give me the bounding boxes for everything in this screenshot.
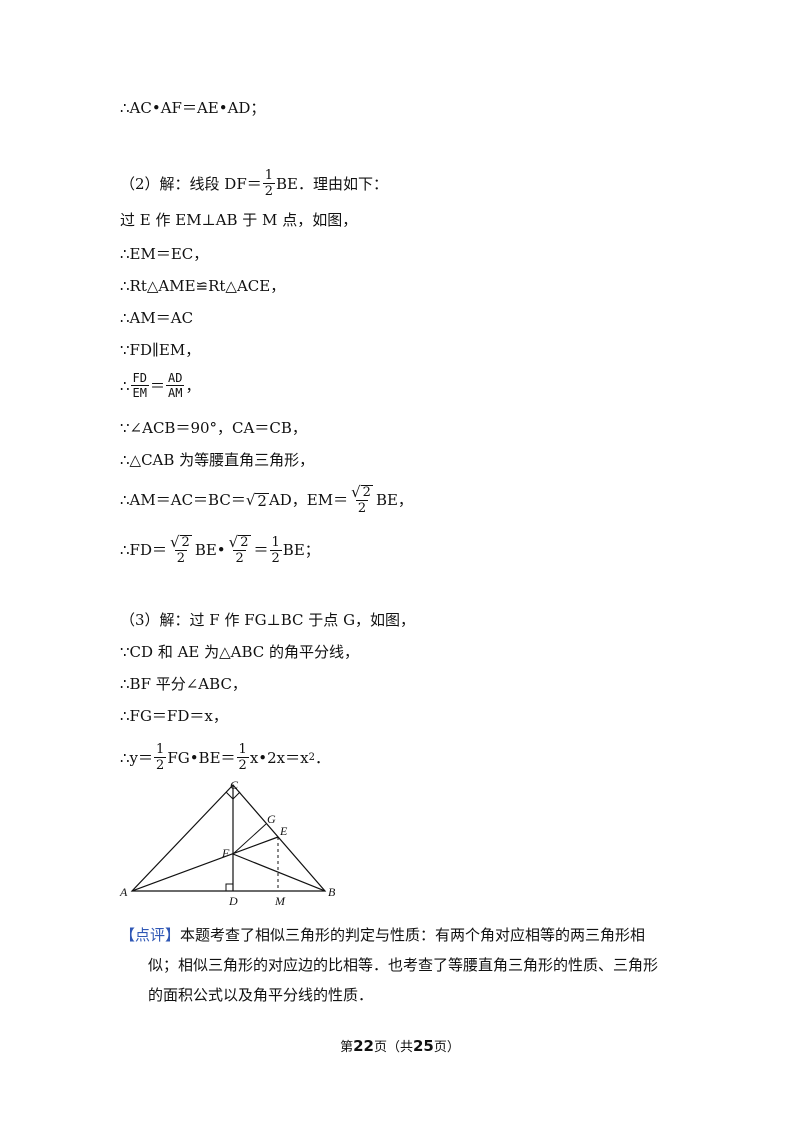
geometry-figure: C G E F A D M B <box>119 778 336 908</box>
line-isosceles: ∴△CAB 为等腰直角三角形， <box>120 451 315 469</box>
segment-fg <box>232 823 267 855</box>
line-am-ac: ∴AM＝AC <box>120 309 194 327</box>
fraction-sqrt2-over-2: √2 2 <box>351 483 373 516</box>
part2-heading: （2）解：线段 DF＝ 1 2 BE．理由如下： <box>120 168 389 199</box>
fraction-half-b: 1 2 <box>269 534 282 566</box>
comment-text-3: 的面积公式以及角平分线的性质． <box>148 986 374 1004</box>
line-ratio: ∴ FD EM ＝ AD AM ， <box>120 371 201 400</box>
line-construct-em: 过 E 作 EM⊥AB 于 M 点，如图， <box>120 211 358 229</box>
label-g: G <box>267 812 276 826</box>
label-e: E <box>279 824 288 838</box>
fraction-half: 1 2 <box>262 168 276 199</box>
commentary: 【点评】本题考查了相似三角形的判定与性质：有两个角对应相等的两三角形相 似；相似… <box>120 920 700 1010</box>
line-bf-bisects: ∴BF 平分∠ABC， <box>120 675 247 693</box>
comment-text-1: 本题考查了相似三角形的判定与性质：有两个角对应相等的两三角形相 <box>180 926 646 944</box>
total-pages: 25 <box>413 1037 434 1055</box>
comment-text-2: 似；相似三角形的对应边的比相等．也考查了等腰直角三角形的性质、三角形 <box>148 956 659 974</box>
line-fd-parallel: ∵FD∥EM， <box>120 341 201 359</box>
label-c: C <box>230 778 239 792</box>
line-am-sqrt: ∴AM＝AC＝BC＝ √2 AD，EM＝ √2 2 BE， <box>120 483 413 516</box>
part3-heading: （3）解：过 F 作 FG⊥BC 于点 G，如图， <box>120 611 416 629</box>
figure-lines <box>130 784 327 892</box>
triangle-abc <box>130 784 327 892</box>
label-m: M <box>274 894 286 908</box>
page-footer: 第22页（共25页） <box>340 1037 460 1055</box>
line-ac-af: ∴AC•AF＝AE•AD； <box>120 99 266 117</box>
segment-fb <box>232 853 326 892</box>
page-number: 22 <box>353 1037 374 1055</box>
segment-ae <box>131 836 279 892</box>
line-fg-fd: ∴FG＝FD＝x， <box>120 707 228 725</box>
comment-tag: 【点评】 <box>120 926 181 944</box>
line-congruent: ∴Rt△AME≌Rt△ACE， <box>120 277 286 295</box>
line-angle-bisectors: ∵CD 和 AE 为△ABC 的角平分线， <box>120 643 360 661</box>
fraction-sqrt2-over-2-a: √2 2 <box>169 533 192 566</box>
fraction-sqrt2-over-2-b: √2 2 <box>228 533 251 566</box>
sqrt-two: √2 <box>245 491 269 510</box>
line-fd-result: ∴FD＝ √2 2 BE• √2 2 ＝ 1 2 BE； <box>120 533 320 566</box>
fraction-half-d: 1 2 <box>236 742 249 773</box>
line-right-angle: ∵∠ACB＝90°，CA＝CB， <box>120 419 307 437</box>
label-d: D <box>228 894 238 908</box>
fraction-fd-em: FD EM <box>130 371 149 400</box>
right-angle-d <box>225 883 233 891</box>
fraction-half-c: 1 2 <box>154 742 167 773</box>
label-f: F <box>221 846 230 860</box>
figure-labels: C G E F A D M B <box>119 778 336 908</box>
line-em-ec: ∴EM＝EC， <box>120 245 209 263</box>
label-b: B <box>328 885 336 899</box>
right-angle-c <box>225 791 241 800</box>
label-a: A <box>119 885 128 899</box>
fraction-ad-am: AD AM <box>166 371 185 400</box>
